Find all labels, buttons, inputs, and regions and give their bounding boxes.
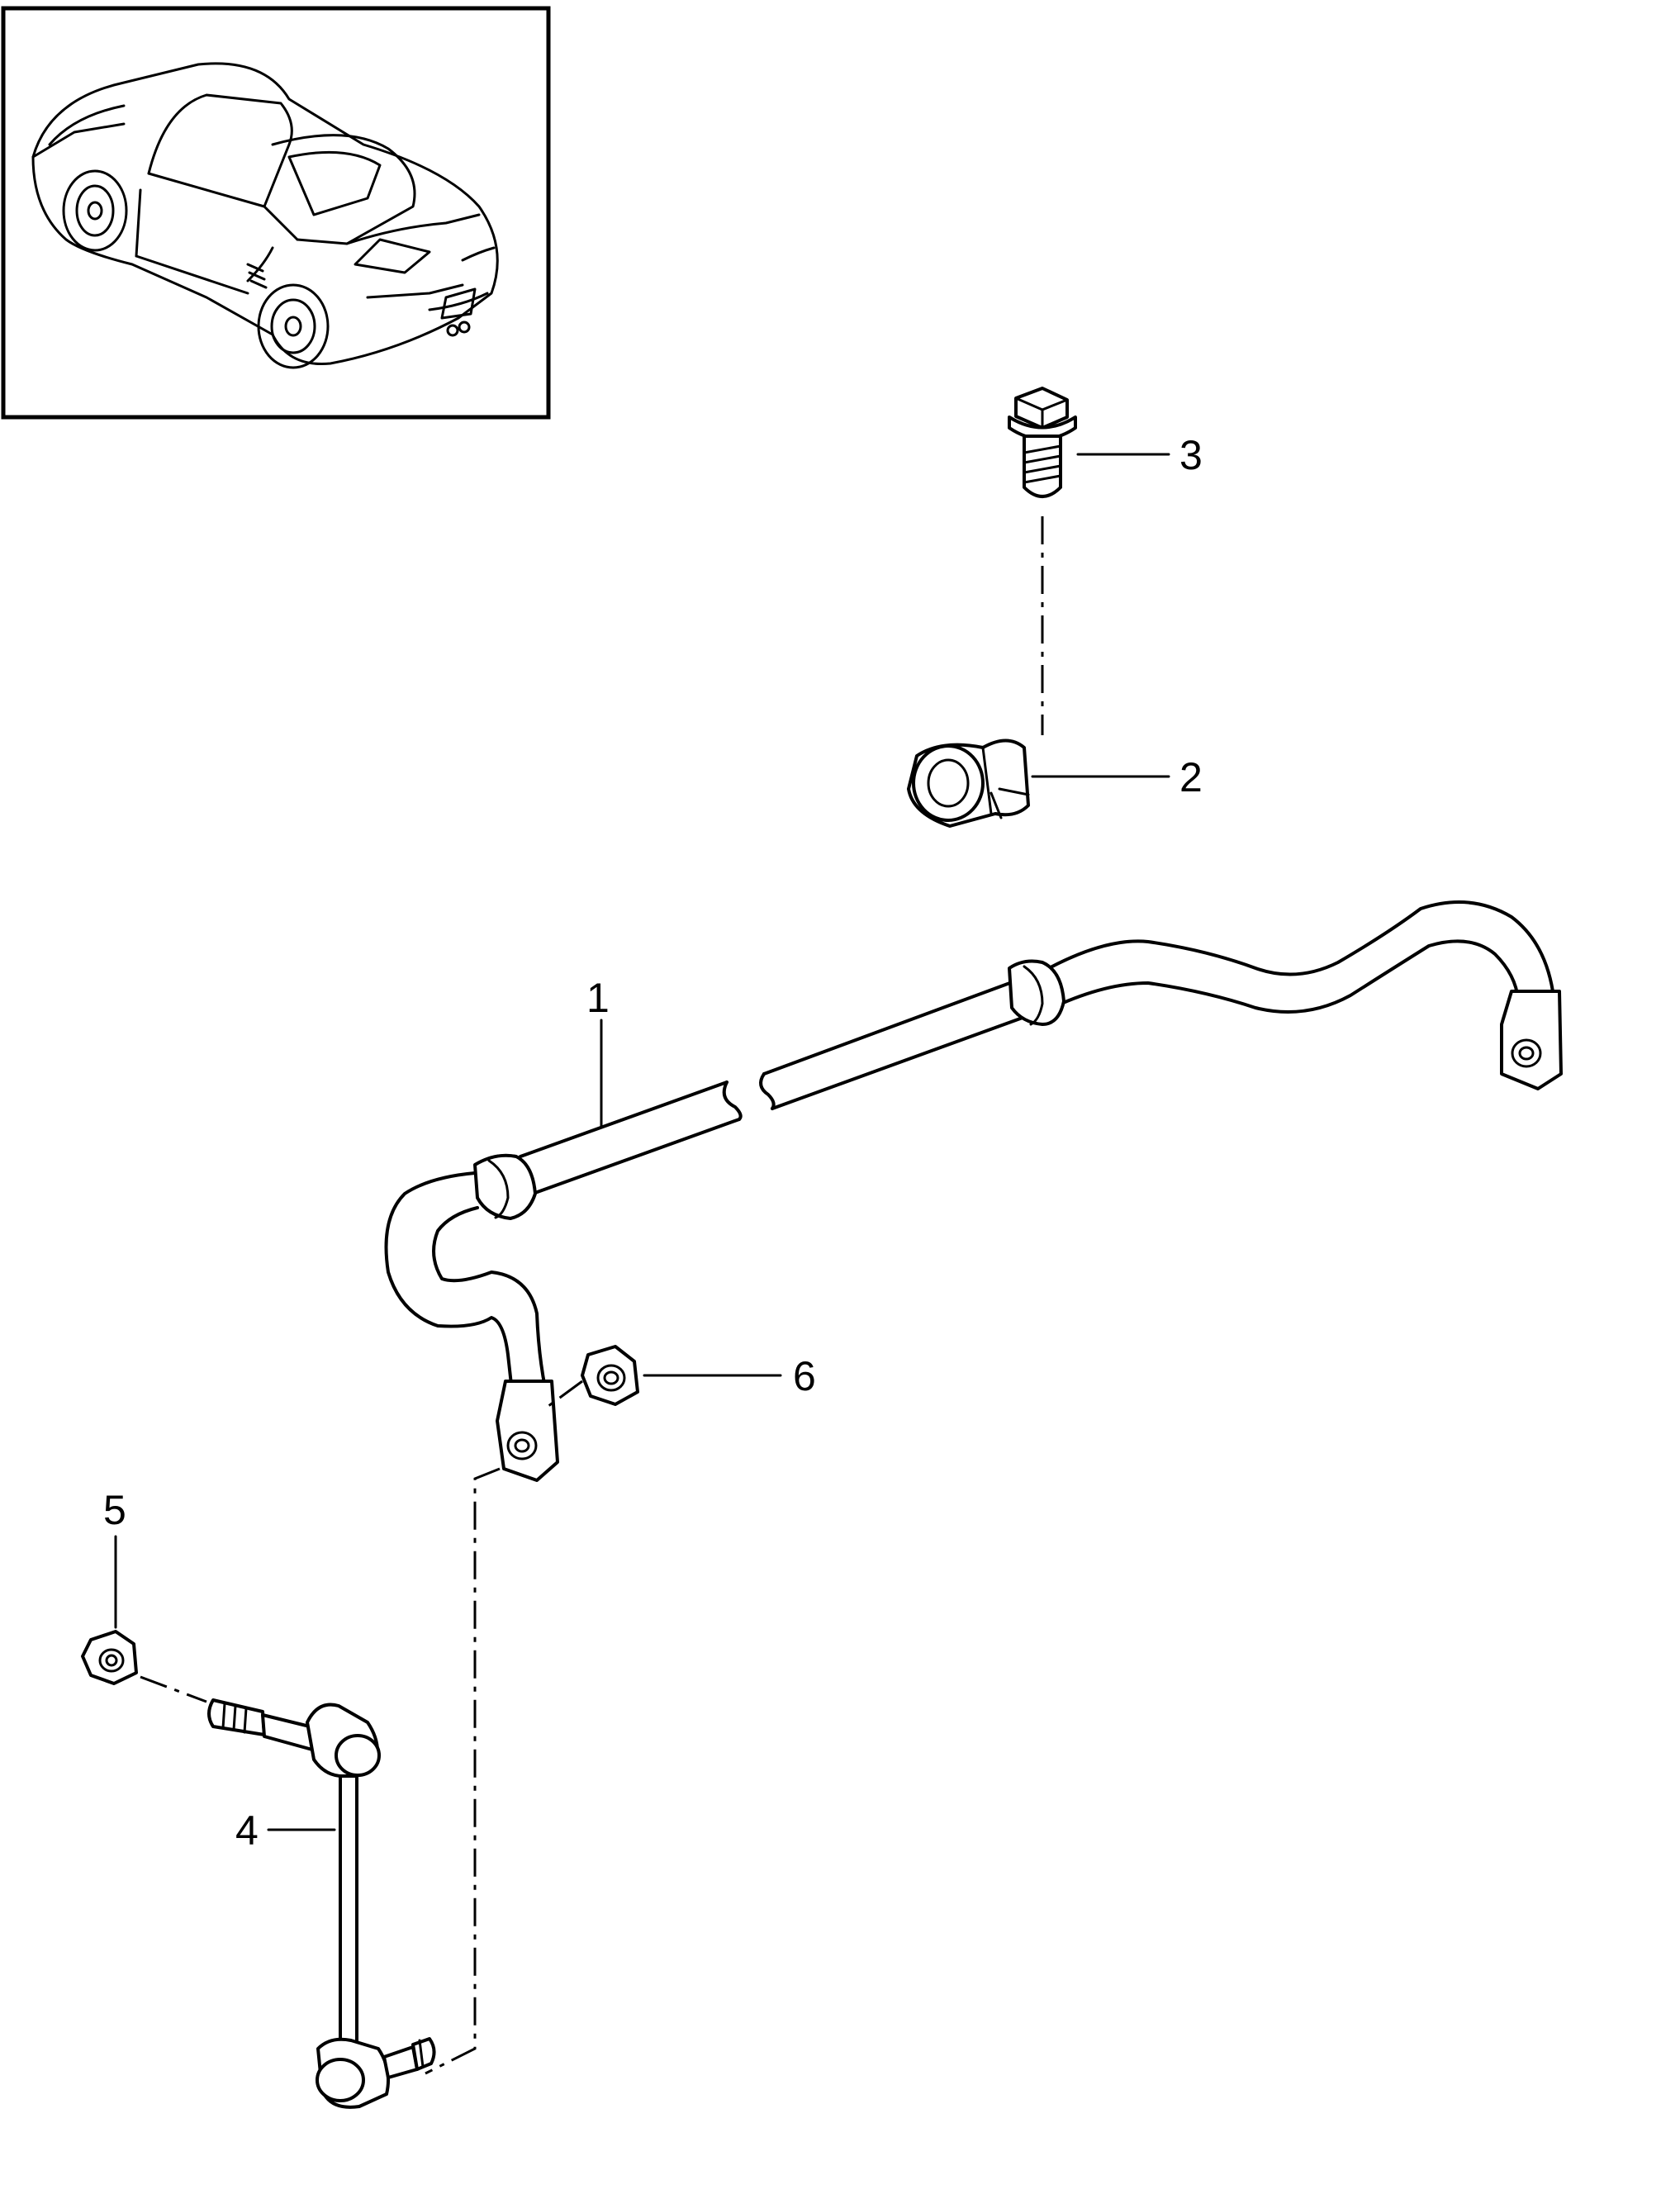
nut-part-6 <box>581 1345 639 1406</box>
coupling-link-part-4 <box>207 1698 436 2109</box>
callout-1: 1 <box>586 975 610 1021</box>
callout-6: 6 <box>793 1353 816 1399</box>
assembly-line-nut-to-link <box>140 1675 207 1703</box>
vehicle-thumbnail <box>1 6 551 420</box>
stabilizer-bar-part-1 <box>384 900 1563 1482</box>
callout-5: 5 <box>103 1487 126 1533</box>
bolt-part-3 <box>1008 387 1077 498</box>
callout-4: 4 <box>235 1807 259 1854</box>
leader-lines <box>114 453 1170 1831</box>
assembly-line-nut <box>544 1380 583 1410</box>
callout-3: 3 <box>1179 432 1203 478</box>
assembly-line-link-to-bar <box>425 1467 501 2075</box>
callout-2: 2 <box>1179 754 1203 800</box>
callout-labels: 1 2 3 4 5 6 <box>103 432 1203 1854</box>
nut-part-5 <box>81 1630 138 1685</box>
bushing-part-2 <box>907 739 1030 828</box>
